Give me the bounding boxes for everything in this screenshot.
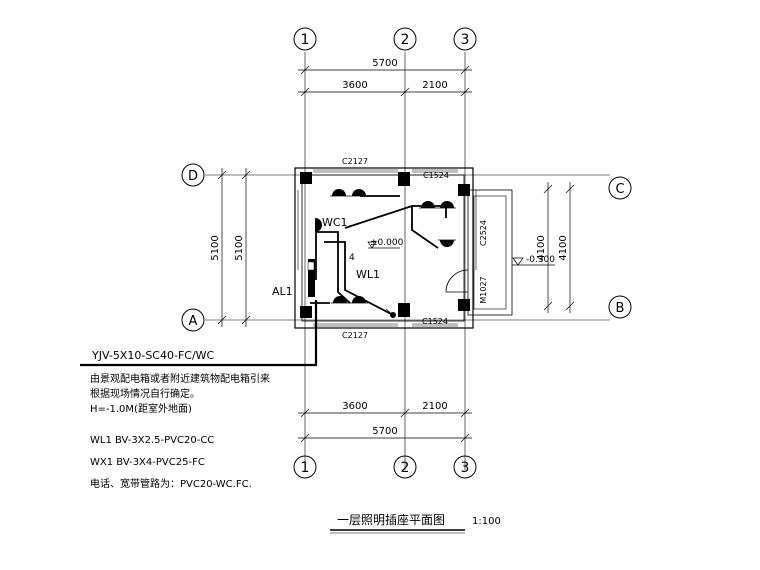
- axis-lines: [205, 52, 610, 470]
- side-extension: [445, 189, 513, 316]
- axis-bubble-A: A: [181, 308, 205, 332]
- dim-right-outer: 4100: [558, 235, 569, 260]
- window-label-top-right: C1524: [423, 171, 449, 180]
- light-fixture: [352, 189, 366, 196]
- window-label-top-left: C2127: [342, 157, 368, 166]
- svg-text:3: 3: [461, 460, 470, 476]
- top-dimensions: [298, 65, 472, 97]
- axis-bubble-1-bottom: 1: [293, 455, 317, 479]
- dim-left-inner: 5100: [234, 235, 245, 260]
- note-wx1: WX1 BV-3X4-PVC25-FC: [90, 457, 205, 468]
- svg-text:±0.000: ±0.000: [370, 238, 404, 248]
- door-label: M1027: [479, 276, 488, 303]
- axis-bubble-D: D: [181, 163, 205, 187]
- light-fixture: [315, 218, 322, 232]
- circuit-label-wc1: WC1: [322, 216, 348, 229]
- dim-left-outer: 5100: [210, 235, 221, 260]
- svg-text:-0.300: -0.300: [526, 255, 555, 265]
- left-dimensions: [217, 168, 251, 327]
- axis-bubble-3-bottom: 3: [453, 455, 477, 479]
- wire-count-label: 4: [349, 253, 355, 263]
- dim-bottom-right: 2100: [422, 401, 447, 412]
- light-fixture: [440, 201, 454, 208]
- light-fixture: [352, 296, 366, 303]
- wiring: [80, 195, 447, 367]
- window-lines: [297, 169, 458, 327]
- svg-text:A: A: [189, 314, 198, 329]
- axis-bubble-B: B: [608, 295, 632, 319]
- svg-text:2: 2: [401, 460, 410, 476]
- note-line-3: H=-1.0M(距室外地面): [90, 402, 192, 415]
- note-telecom: 电话、宽带管路为：PVC20-WC.FC.: [90, 477, 252, 490]
- svg-text:3: 3: [461, 32, 470, 48]
- switch-symbols: [385, 308, 396, 318]
- dim-bottom-left: 3600: [342, 401, 367, 412]
- dim-top-right: 2100: [422, 80, 447, 91]
- light-fixture: [421, 201, 435, 208]
- note-line-1: 由景观配电箱或者附近建筑物配电箱引来: [90, 372, 270, 385]
- svg-text:B: B: [616, 301, 625, 316]
- note-wl1: WL1 BV-3X2.5-PVC20-CC: [90, 435, 214, 446]
- window-label-side: C2524: [479, 220, 488, 246]
- axis-bubble-1-top: 1: [293, 27, 317, 51]
- svg-text:1: 1: [301, 460, 310, 476]
- svg-text:D: D: [188, 169, 198, 184]
- dim-right-inner: 4100: [536, 235, 547, 260]
- drawing-scale: 1:100: [472, 516, 501, 527]
- outdoor-level-marker: -0.300: [512, 255, 555, 266]
- svg-text:2: 2: [401, 32, 410, 48]
- note-line-2: 根据现场情况自行确定。: [90, 387, 200, 400]
- svg-text:1: 1: [301, 32, 310, 48]
- panel-label-al1: AL1: [272, 285, 293, 298]
- bottom-dimensions: [298, 408, 472, 443]
- light-fixture: [440, 240, 454, 247]
- axis-bubble-2-top: 2: [393, 27, 417, 51]
- dim-top-total: 5700: [372, 58, 397, 69]
- axis-bubbles: 1 2 3 1 2 3 D A: [181, 27, 632, 479]
- drawing-title: 一层照明插座平面图: [337, 512, 445, 527]
- window-label-bottom-left: C2127: [342, 331, 368, 340]
- axis-bubble-C: C: [608, 176, 632, 200]
- axis-bubble-2-bottom: 2: [393, 455, 417, 479]
- dim-bottom-total: 5700: [372, 426, 397, 437]
- window-label-bottom-right: C1524: [422, 317, 448, 326]
- dim-top-left: 3600: [342, 80, 367, 91]
- light-fixture: [332, 189, 346, 196]
- columns: [300, 172, 470, 318]
- feeder-spec: YJV-5X10-SC40-FC/WC: [91, 349, 215, 362]
- axis-bubble-3-top: 3: [453, 27, 477, 51]
- floor-level-marker: ±0.000: [367, 238, 404, 249]
- circuit-label-wl1: WL1: [356, 268, 380, 281]
- right-dimensions: [543, 182, 575, 313]
- panel-al1-symbol: [307, 259, 315, 297]
- svg-text:C: C: [615, 182, 624, 197]
